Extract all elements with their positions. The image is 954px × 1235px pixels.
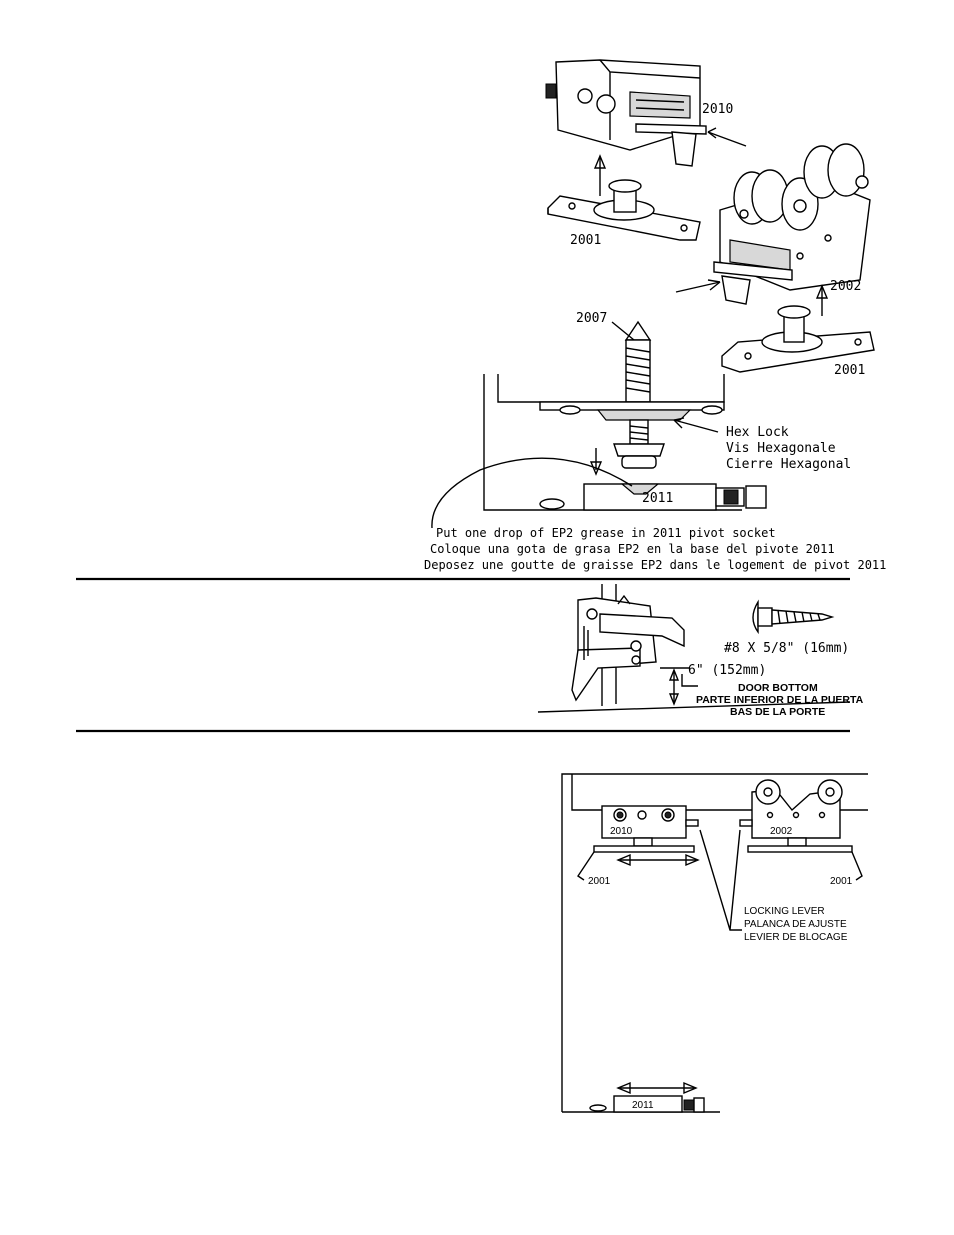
locking-lever-en: LOCKING LEVER	[744, 906, 825, 917]
label-2010-bottom: 2010	[610, 826, 633, 837]
pivot-bolt-2007	[611, 320, 652, 403]
roller-hanger-2002	[675, 143, 871, 305]
pivot-plate-2001-right	[721, 305, 875, 373]
grease-note-en: Put one drop of EP2 grease in 2011 pivot…	[436, 526, 776, 540]
label-2007: 2007	[576, 311, 607, 326]
label-2002: 2002	[830, 279, 861, 294]
pivot-bracket-2010	[545, 59, 747, 167]
hanger-2010-bottom	[593, 805, 699, 853]
screw-icon	[752, 599, 835, 635]
locking-lever-es: PALANCA DE AJUSTE	[744, 919, 847, 930]
hex-lock-fr: Vis Hexagonale	[726, 441, 836, 456]
label-2011-bottom: 2011	[632, 1100, 654, 1111]
label-2011-upper: 2011	[642, 491, 673, 506]
screw-spec: #8 X 5/8" (16mm)	[724, 641, 849, 656]
locking-lever-fr: LEVIER DE BLOCAGE	[744, 932, 848, 943]
bottom-bracket-assembly	[537, 584, 851, 713]
label-2001-top: 2001	[570, 233, 601, 248]
grease-callout	[431, 457, 633, 529]
locking-lever-callout	[699, 829, 742, 931]
hex-lock-en: Hex Lock	[726, 425, 789, 440]
callout-2001-left	[577, 851, 595, 881]
arrow-icon	[616, 1081, 698, 1095]
distance-label: 6" (152mm)	[688, 663, 766, 678]
grease-note-fr: Deposez une goutte de graisse EP2 dans l…	[424, 558, 886, 572]
pivot-plate-2001-top	[547, 179, 701, 241]
hex-lock-es: Cierre Hexagonal	[726, 457, 851, 472]
arrow-icon	[593, 154, 607, 196]
dimension-6in	[660, 667, 698, 706]
door-section-upper	[483, 374, 767, 511]
pivot-socket-2011-bottom	[589, 1095, 705, 1113]
label-2010: 2010	[702, 102, 733, 117]
callout-2001-right	[851, 851, 863, 881]
door-bottom-fr: BAS DE LA PORTE	[730, 706, 825, 718]
label-2001-right: 2001	[834, 363, 865, 378]
label-2002-bottom: 2002	[770, 826, 793, 837]
label-2001-bottom-left: 2001	[588, 876, 611, 887]
label-2001-bottom-right: 2001	[830, 876, 853, 887]
door-bottom-en: DOOR BOTTOM	[738, 682, 818, 694]
arrow-icon	[616, 853, 700, 867]
arrow-icon	[815, 284, 829, 316]
door-bottom-es: PARTE INFERIOR DE LA PUERTA	[696, 694, 864, 706]
grease-note-es: Coloque una gota de grasa EP2 en la base…	[430, 542, 835, 556]
hanger-2002-bottom	[739, 779, 853, 853]
